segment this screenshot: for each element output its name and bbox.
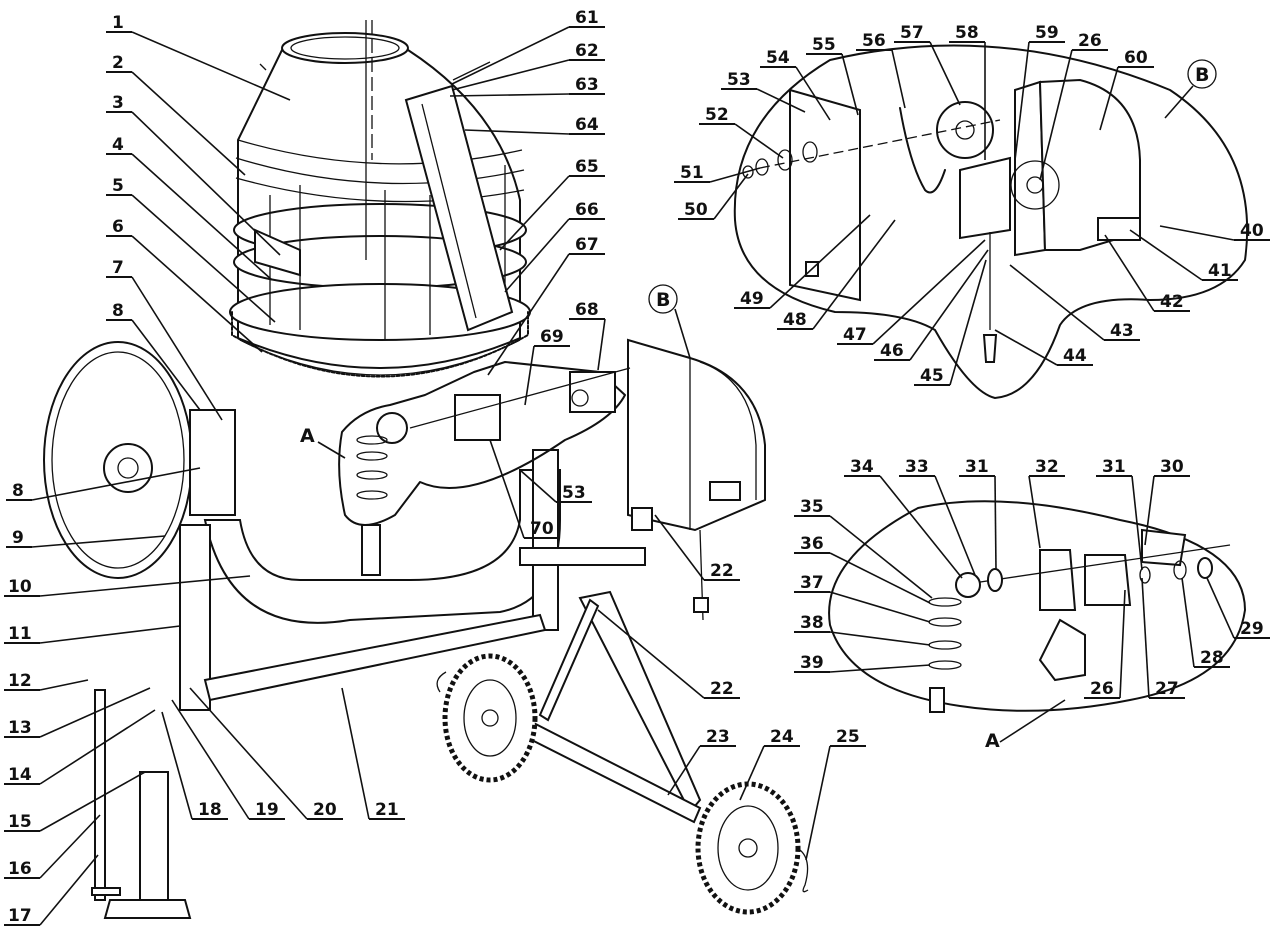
callout-30: 30: [1160, 457, 1184, 477]
callout-49: 49: [740, 289, 764, 309]
callout-45: 45: [920, 366, 944, 386]
callout-67: 67: [575, 235, 599, 255]
callout-23: 23: [706, 727, 730, 747]
callout-15: 15: [8, 812, 32, 832]
callout-3: 3: [112, 93, 124, 113]
mixer-drum: [229, 20, 531, 378]
callout-1: 1: [112, 13, 124, 33]
callout-61: 61: [575, 8, 599, 28]
callout-2: 2: [112, 53, 124, 73]
callout-48: 48: [783, 310, 807, 330]
callout-12: 12: [8, 671, 32, 691]
callout-33: 33: [905, 457, 929, 477]
detail-a-gearbox: [828, 500, 1246, 713]
callout-9: 9: [12, 528, 24, 548]
callout-59: 59: [1035, 23, 1059, 43]
detail-letters: A B A B: [300, 59, 1217, 752]
detail-b-motor-drive: [733, 44, 1249, 399]
callout-22-upper: 22: [710, 561, 734, 581]
callout-63: 63: [575, 75, 599, 95]
callout-labels: 1 2 3 4 5 6 7 8 8 9 10 11 12 13 14 15 16…: [4, 8, 1270, 926]
callout-13: 13: [8, 718, 32, 738]
motor-housing: [627, 338, 766, 621]
callout-10: 10: [8, 577, 32, 597]
detail-b-label-main: B: [656, 289, 670, 311]
callout-35: 35: [800, 497, 824, 517]
gearbox-assembly: [338, 361, 631, 576]
detail-a-label-inset: A: [985, 730, 1000, 752]
callout-14: 14: [8, 765, 32, 785]
callout-43: 43: [1110, 321, 1134, 341]
callout-36: 36: [800, 534, 824, 554]
callout-7: 7: [112, 258, 124, 278]
detail-a-label-main: A: [300, 425, 315, 447]
callout-19: 19: [255, 800, 279, 820]
callout-26-detail-a: 26: [1090, 679, 1114, 699]
callout-24: 24: [770, 727, 794, 747]
callout-16: 16: [8, 859, 32, 879]
callout-21: 21: [375, 800, 399, 820]
concrete-mixer-main-assembly: [43, 20, 809, 919]
callout-47: 47: [843, 325, 867, 345]
callout-65: 65: [575, 157, 599, 177]
callout-28: 28: [1200, 648, 1224, 668]
callout-52: 52: [705, 105, 729, 125]
callout-6: 6: [112, 217, 124, 237]
callout-60: 60: [1124, 48, 1148, 68]
callout-37: 37: [800, 573, 824, 593]
callout-44: 44: [1063, 346, 1087, 366]
callout-50: 50: [684, 200, 708, 220]
callout-39: 39: [800, 653, 824, 673]
callout-62: 62: [575, 41, 599, 61]
callout-26-detail-b: 26: [1078, 31, 1102, 51]
callout-70: 70: [530, 519, 554, 539]
wheel-assembly: [436, 590, 809, 915]
callout-69: 69: [540, 327, 564, 347]
callout-55: 55: [812, 35, 836, 55]
callout-57: 57: [900, 23, 924, 43]
callout-42: 42: [1160, 292, 1184, 312]
callout-53-upper: 53: [727, 70, 751, 90]
callout-18: 18: [198, 800, 222, 820]
mixer-frame: [43, 341, 646, 919]
callout-22-lower: 22: [710, 679, 734, 699]
callout-46: 46: [880, 341, 904, 361]
callout-31-right: 31: [1102, 457, 1126, 477]
callout-5: 5: [112, 176, 124, 196]
callout-64: 64: [575, 115, 599, 135]
callout-40: 40: [1240, 221, 1264, 241]
detail-b-label-inset: B: [1195, 64, 1209, 86]
callout-56: 56: [862, 31, 886, 51]
callout-54: 54: [766, 48, 790, 68]
callout-32: 32: [1035, 457, 1059, 477]
callout-11: 11: [8, 624, 32, 644]
callout-38: 38: [800, 613, 824, 633]
callout-8-upper: 8: [112, 301, 124, 321]
callout-53-lower: 53: [562, 483, 586, 503]
callout-8-lower: 8: [12, 481, 24, 501]
callout-58: 58: [955, 23, 979, 43]
callout-68: 68: [575, 300, 599, 320]
callout-66: 66: [575, 200, 599, 220]
callout-25: 25: [836, 727, 860, 747]
callout-34: 34: [850, 457, 874, 477]
callout-17: 17: [8, 906, 32, 926]
callout-51: 51: [680, 163, 704, 183]
callout-4: 4: [112, 135, 124, 155]
callout-41: 41: [1208, 261, 1232, 281]
callout-20: 20: [313, 800, 337, 820]
callout-31-left: 31: [965, 457, 989, 477]
callout-29: 29: [1240, 619, 1264, 639]
callout-27: 27: [1155, 679, 1179, 699]
